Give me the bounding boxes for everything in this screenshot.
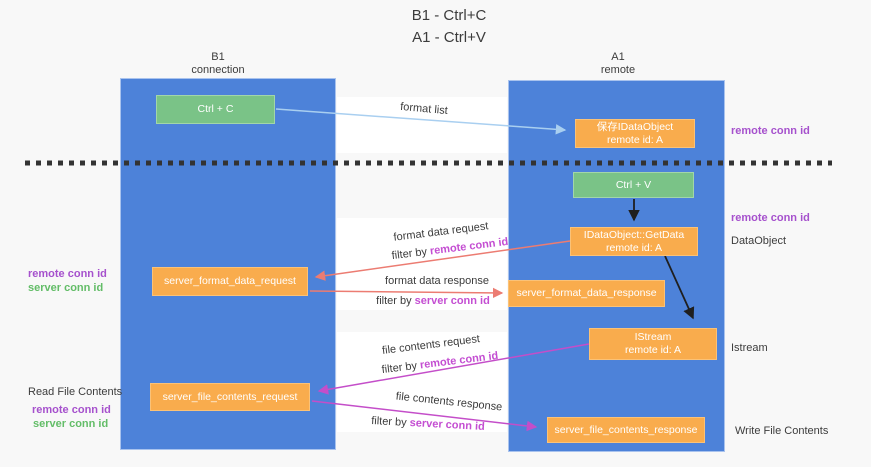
filter-by-text: filter by [370, 415, 407, 429]
save-idataobject-line2: remote id: A [606, 133, 664, 146]
server-file-contents-response-label: server_file_contents_response [554, 423, 698, 436]
istream-line2: remote id: A [624, 344, 682, 356]
lane-a1-role: remote [600, 64, 636, 76]
lane-a1-name: A1 [611, 51, 625, 63]
server-file-contents-response-box: server_file_contents_response [547, 417, 705, 443]
lane-header-a1: A1 remote [520, 51, 716, 77]
annotation-write-file-contents: Write File Contents [735, 425, 829, 437]
ctrl-v-label: Ctrl + V [615, 178, 652, 191]
ctrl-c-box: Ctrl + C [156, 95, 275, 124]
server-format-data-request-label: server_format_data_request [164, 275, 296, 287]
istream-line1: IStream [634, 331, 672, 343]
ctrl-v-box: Ctrl + V [573, 172, 694, 198]
save-idataobject-line1: 保存IDataObject [596, 120, 674, 133]
annotation-server-conn-id-bottom-left: server conn id [33, 418, 109, 430]
annotation-server-conn-id-left: server conn id [28, 282, 104, 294]
lane-header-b1: B1 connection [120, 51, 316, 77]
server-conn-id-text: server conn id [414, 295, 490, 307]
save-idataobject-box: 保存IDataObject remote id: A [575, 119, 695, 148]
annotation-remote-conn-id-top: remote conn id [731, 125, 810, 137]
lane-b1-role: connection [191, 64, 245, 76]
diagram-title-line1: B1 - Ctrl+C [411, 7, 487, 24]
getdata-line1: IDataObject::GetData [583, 228, 685, 241]
annotation-remote-conn-id-left: remote conn id [28, 268, 107, 280]
diagram-title: B1 - Ctrl+C A1 - Ctrl+V [199, 5, 699, 49]
diagram-title-line2: A1 - Ctrl+V [412, 29, 486, 46]
idataobject-getdata-box: IDataObject::GetData remote id: A [570, 227, 698, 256]
server-format-data-response-label: server_format_data_response [516, 287, 657, 299]
ctrl-c-label: Ctrl + C [197, 103, 234, 115]
annotation-remote-conn-id-bottom-left: remote conn id [32, 404, 111, 416]
istream-box: IStream remote id: A [589, 328, 717, 360]
lane-b1-name: B1 [211, 51, 225, 63]
annotation-istream: Istream [731, 342, 768, 354]
getdata-line2: remote id: A [605, 241, 663, 254]
server-file-contents-request-box: server_file_contents_request [150, 383, 310, 411]
annotation-read-file-contents: Read File Contents [28, 386, 123, 398]
server-format-data-response-box: server_format_data_response [508, 280, 665, 307]
format-data-response-label: format data response [385, 275, 489, 287]
annotation-dataobject: DataObject [731, 235, 787, 247]
server-format-data-request-box: server_format_data_request [152, 267, 308, 296]
server-file-contents-request-label: server_file_contents_request [162, 390, 298, 403]
annotation-remote-conn-id-middle: remote conn id [731, 212, 810, 224]
filter-by-text: filter by [376, 295, 412, 307]
